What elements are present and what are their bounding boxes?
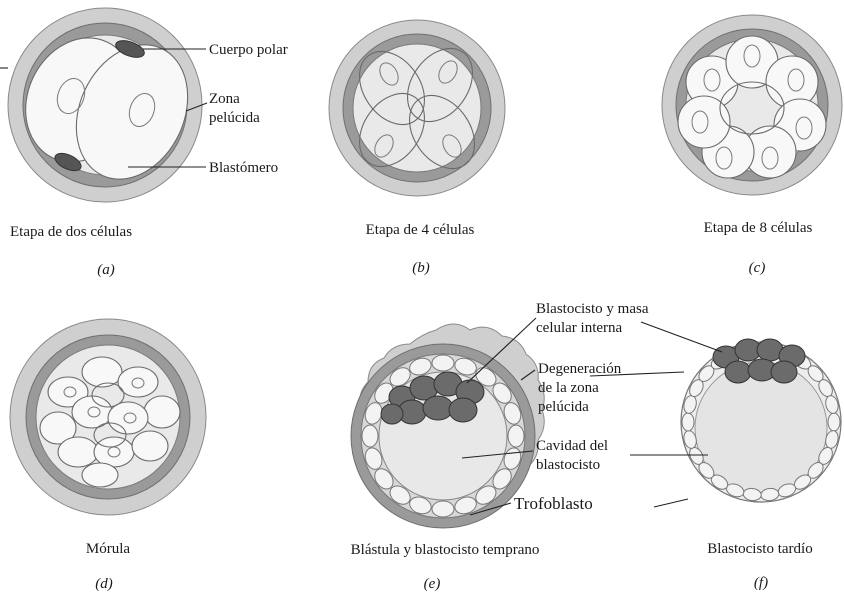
letter-c: (c) bbox=[749, 260, 766, 276]
caption-f: Blastocisto tardío bbox=[707, 541, 812, 557]
leader-trophoblast bbox=[654, 499, 688, 507]
letter-f: (f) bbox=[754, 575, 768, 591]
inner-cell-mass-cell bbox=[381, 404, 403, 424]
blastomere bbox=[678, 96, 730, 148]
panel-e-early-blastocyst: Blastocisto y masa celular interna Degen… bbox=[351, 301, 649, 592]
inner-cell-mass-cell bbox=[725, 361, 751, 383]
blastomere bbox=[144, 396, 180, 428]
label-zona-1: Zona bbox=[209, 91, 240, 107]
caption-b: Etapa de 4 células bbox=[366, 222, 475, 238]
caption-c: Etapa de 8 células bbox=[704, 220, 813, 236]
letter-d: (d) bbox=[95, 576, 113, 592]
blastomere bbox=[108, 402, 148, 434]
trophoblast-cell bbox=[508, 425, 524, 447]
trophoblast-cell bbox=[828, 413, 840, 431]
inner-cell-mass-cell bbox=[771, 361, 797, 383]
label-polar-body: Cuerpo polar bbox=[209, 42, 288, 58]
label-cavity-2: blastocisto bbox=[536, 457, 600, 473]
label-icm-2: celular interna bbox=[536, 320, 623, 336]
blastomere bbox=[82, 463, 118, 487]
blastocyst-cavity bbox=[695, 362, 827, 494]
inner-cell-mass-cell bbox=[449, 398, 477, 422]
label-degen-3: pelúcida bbox=[538, 399, 589, 415]
trophoblast-cell bbox=[362, 425, 378, 447]
letter-a: (a) bbox=[97, 262, 115, 278]
letter-b: (b) bbox=[412, 260, 430, 276]
caption-d: Mórula bbox=[86, 541, 131, 557]
panel-b-four-cell-stage: Etapa de 4 células (b) bbox=[329, 20, 505, 276]
label-zona-2: pelúcida bbox=[209, 110, 260, 126]
panel-a-two-cell-stage: Cuerpo polar Zona pelúcida Blastómero Et… bbox=[0, 8, 288, 278]
blastomere bbox=[82, 357, 122, 387]
panel-f-late-blastocyst: Blastocisto tardío (f) bbox=[590, 322, 841, 591]
caption-a: Etapa de dos células bbox=[10, 224, 132, 240]
trophoblast-cell bbox=[682, 413, 694, 431]
panel-d-morula: Mórula (d) bbox=[10, 319, 206, 592]
panel-c-eight-cell-stage: Etapa de 8 células (c) bbox=[662, 15, 842, 276]
inner-cell-mass-cell bbox=[423, 396, 453, 420]
label-blastomere: Blastómero bbox=[209, 160, 278, 176]
caption-e: Blástula y blastocisto temprano bbox=[351, 542, 540, 558]
trophoblast-cell bbox=[432, 501, 454, 517]
trophoblast-cell bbox=[432, 355, 454, 371]
letter-e: (e) bbox=[424, 576, 441, 592]
label-degen-1: Degeneración bbox=[538, 361, 622, 377]
leader-icm bbox=[641, 322, 722, 352]
label-trophoblast: Trofoblasto bbox=[514, 494, 593, 513]
label-cavity-1: Cavidad del bbox=[536, 438, 608, 454]
blastomere bbox=[58, 437, 98, 467]
label-degen-2: de la zona bbox=[538, 380, 599, 396]
blastomere bbox=[132, 431, 168, 461]
label-icm-1: Blastocisto y masa bbox=[536, 301, 649, 317]
